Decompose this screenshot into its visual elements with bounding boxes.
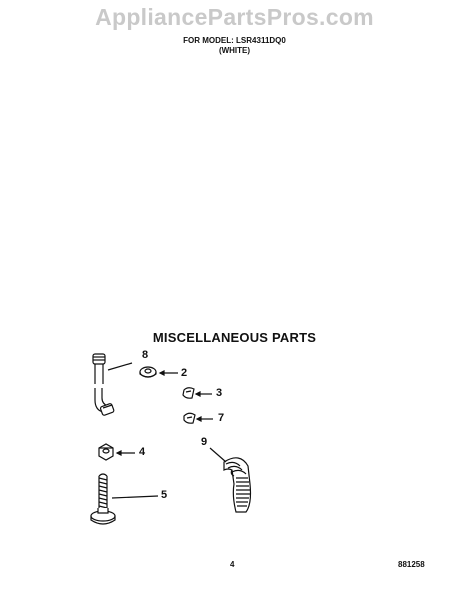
watermark: AppliancePartsPros.com <box>95 4 374 30</box>
leader-9 <box>209 447 227 463</box>
callout-7: 7 <box>218 412 225 424</box>
callout-3: 3 <box>216 387 223 399</box>
part-8-hose <box>92 353 115 416</box>
callout-9: 9 <box>201 436 208 448</box>
part-4-nut <box>98 443 114 461</box>
document-code: 881258 <box>398 560 425 569</box>
color-line: (WHITE) <box>218 46 251 55</box>
part-7-clip <box>183 412 196 424</box>
callout-2: 2 <box>181 367 188 379</box>
callout-8: 8 <box>142 349 149 361</box>
leader-8 <box>107 362 133 371</box>
part-3-clip <box>182 387 195 399</box>
callout-4: 4 <box>139 446 146 458</box>
model-header: FOR MODEL: LSR4311DQ0 (WHITE) <box>0 36 469 56</box>
part-2-washer <box>139 366 157 378</box>
part-9-drain-hose <box>223 457 252 513</box>
section-title: MISCELLANEOUS PARTS <box>152 330 317 345</box>
callout-5: 5 <box>161 489 168 501</box>
model-line: FOR MODEL: LSR4311DQ0 <box>183 36 286 45</box>
leader-5 <box>111 495 159 499</box>
page-number: 4 <box>230 560 235 569</box>
part-5-leveling-leg <box>90 473 116 525</box>
